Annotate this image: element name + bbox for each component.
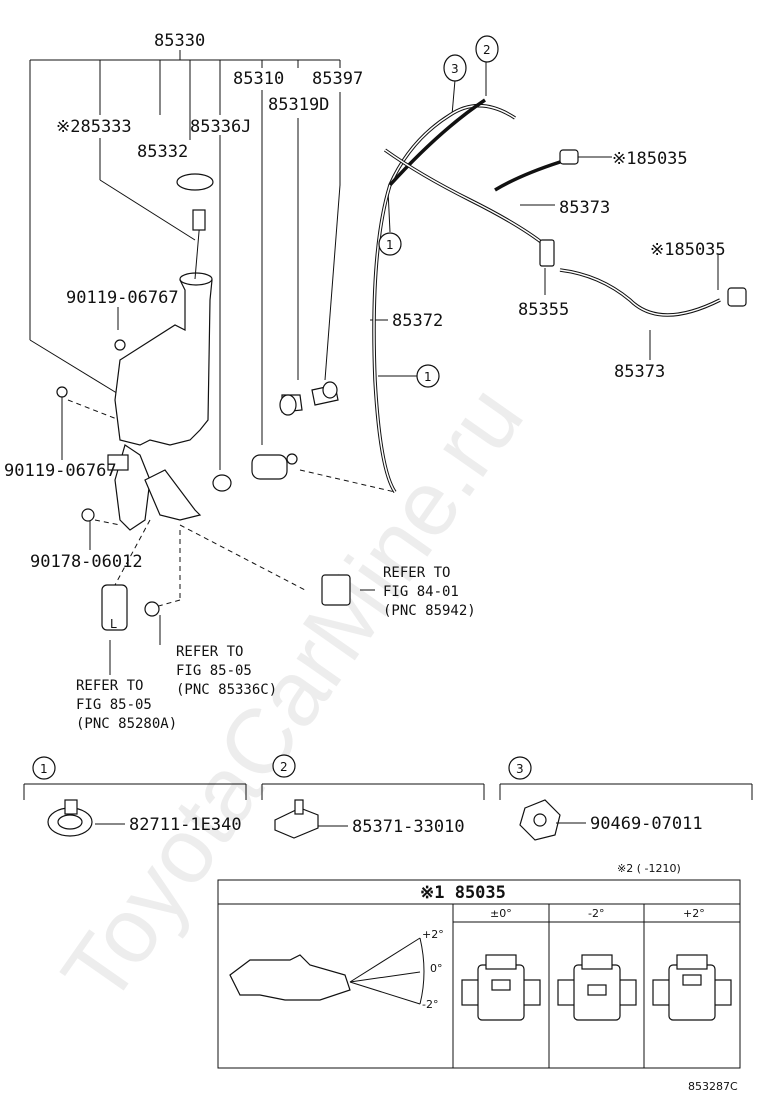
bolts [56, 339, 126, 522]
label-85310: 85310 [233, 69, 284, 89]
pump-parts: L [101, 381, 351, 631]
clip1-part: 82711-1E340 [129, 815, 242, 835]
label-85397: 85397 [312, 69, 363, 89]
col-m2: -2° [588, 907, 604, 920]
connector-m2 [557, 954, 637, 1021]
svg-text:1: 1 [40, 762, 48, 776]
washer-tank [107, 173, 214, 531]
clip3-part: 90469-07011 [590, 814, 703, 834]
label-85332: 85332 [137, 142, 188, 162]
dashed-lines [67, 399, 396, 608]
col-0: ±0° [490, 907, 512, 920]
washer-hoses [372, 98, 747, 493]
cap-85332 [176, 173, 214, 191]
refer-to-notes: REFER TO FIG 84-01 (PNC 85942) REFER TO … [76, 565, 476, 732]
label-85333: ※285333 [56, 117, 132, 137]
svg-text:FIG 84-01: FIG 84-01 [383, 584, 459, 600]
svg-text:-2°: -2° [422, 998, 438, 1011]
label-85372: 85372 [392, 311, 443, 331]
svg-text:REFER TO: REFER TO [76, 678, 143, 694]
svg-text:L: L [110, 617, 117, 631]
part-labels: 85330 85310 85397 ※285333 85336J 85319D … [4, 31, 726, 572]
svg-text:REFER TO: REFER TO [176, 644, 243, 660]
label-90119-top: 90119-06767 [66, 288, 179, 308]
col-p2: +2° [683, 907, 705, 920]
label-85373-bottom: 85373 [614, 362, 665, 382]
svg-text:2: 2 [280, 760, 288, 774]
nozzle-table: ※1 85035 ±0° -2° +2° +2° 0° -2° [217, 879, 741, 1069]
label-85035-right: ※185035 [650, 240, 726, 260]
label-85336J: 85336J [190, 117, 251, 137]
clip-section: 1 2 3 82711-1E340 85371-33010 90469-0701… [23, 754, 753, 841]
diagram-code: 853287C [688, 1080, 738, 1093]
svg-text:FIG 85-05: FIG 85-05 [76, 697, 152, 713]
svg-text:0°: 0° [430, 962, 443, 975]
connector-p2 [652, 954, 732, 1021]
label-90119-bottom: 90119-06767 [4, 461, 117, 481]
table-title: ※1 85035 [420, 883, 506, 903]
svg-text:2: 2 [483, 43, 491, 57]
label-85373-top: 85373 [559, 198, 610, 218]
svg-text:(PNC 85280A): (PNC 85280A) [76, 716, 177, 732]
connector-0 [461, 954, 541, 1021]
svg-text:1: 1 [424, 370, 432, 384]
svg-text:+2°: +2° [422, 928, 444, 941]
callouts: 1 1 3 2 [378, 35, 499, 388]
clip2-part: 85371-33010 [352, 817, 465, 837]
label-85035-top: ※185035 [612, 149, 688, 169]
leader-lines [29, 50, 719, 675]
svg-text:3: 3 [516, 762, 524, 776]
note-2: ※2 ( -1210) [617, 862, 681, 875]
label-90178: 90178-06012 [30, 552, 143, 572]
svg-text:3: 3 [451, 62, 459, 76]
label-85319D: 85319D [268, 95, 329, 115]
label-85330: 85330 [154, 31, 205, 51]
svg-text:REFER TO: REFER TO [383, 565, 450, 581]
svg-text:(PNC 85336C): (PNC 85336C) [176, 682, 277, 698]
svg-text:FIG 85-05: FIG 85-05 [176, 663, 252, 679]
label-85355: 85355 [518, 300, 569, 320]
svg-text:1: 1 [386, 238, 394, 252]
svg-text:(PNC 85942): (PNC 85942) [383, 603, 476, 619]
